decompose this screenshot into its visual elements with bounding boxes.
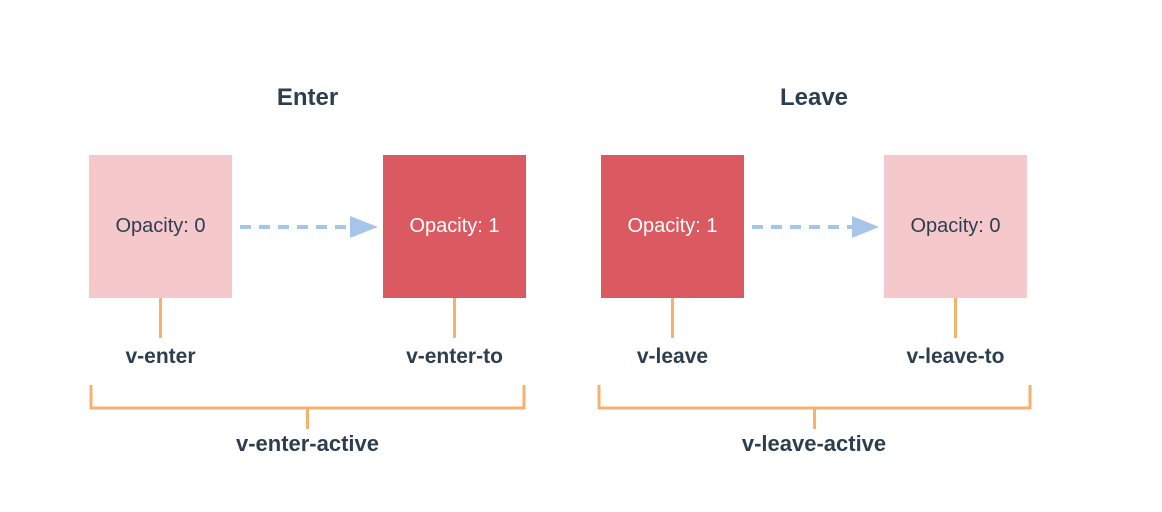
- class-label-v-leave-to: v-leave-to: [906, 345, 1005, 368]
- enter-end-state-label: Opacity: 1: [409, 215, 500, 237]
- class-label-v-leave-active: v-leave-active: [741, 431, 887, 456]
- enter-section-title: Enter: [276, 84, 339, 111]
- enter-section: Enter Opacity: 0 Opacity: 1 v-enter v-en…: [89, 0, 526, 512]
- enter-start-state-label: Opacity: 0: [115, 215, 206, 237]
- enter-end-state-box: Opacity: 1: [383, 155, 526, 298]
- leave-to-connector-line: [954, 298, 957, 338]
- leave-end-state-label: Opacity: 0: [910, 215, 1001, 237]
- leave-start-state-box: Opacity: 1: [601, 155, 744, 298]
- leave-start-state-label: Opacity: 1: [627, 215, 718, 237]
- leave-connector-line: [671, 298, 674, 338]
- leave-end-state-box: Opacity: 0: [884, 155, 1027, 298]
- leave-dashed-arrow-icon: [752, 216, 879, 238]
- enter-dashed-arrow-icon: [240, 216, 378, 238]
- enter-connector-line: [159, 298, 162, 338]
- enter-to-connector-line: [453, 298, 456, 338]
- class-label-v-leave: v-leave: [636, 345, 709, 368]
- leave-active-bracket-icon: [597, 385, 1032, 429]
- leave-section: Leave Opacity: 1 Opacity: 0 v-leave v-le…: [597, 0, 1032, 512]
- enter-active-bracket-icon: [89, 385, 526, 429]
- class-label-v-enter-to: v-enter-to: [406, 345, 503, 368]
- class-label-v-enter: v-enter: [125, 345, 196, 368]
- enter-start-state-box: Opacity: 0: [89, 155, 232, 298]
- leave-section-title: Leave: [779, 84, 849, 111]
- class-label-v-enter-active: v-enter-active: [235, 431, 380, 456]
